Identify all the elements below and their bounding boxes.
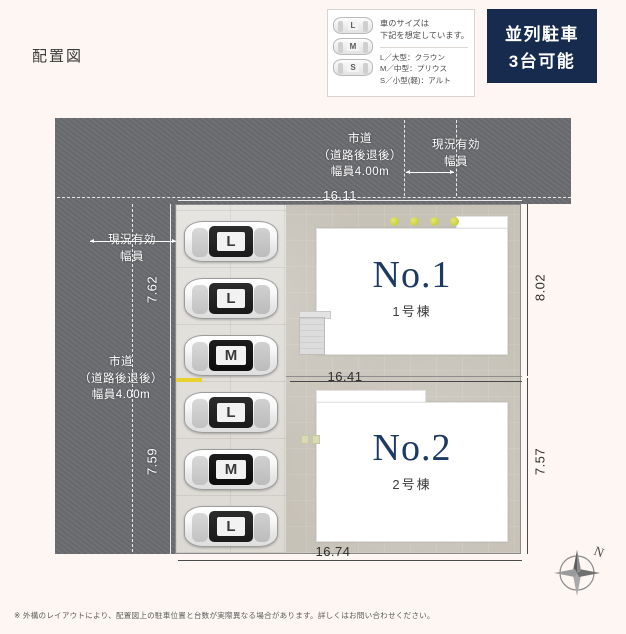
guide-dash-north-left (404, 120, 405, 196)
planting-row (390, 217, 459, 226)
legend-car-code-m: M (346, 42, 360, 51)
building-1-porch (299, 317, 325, 355)
plant-icon (390, 217, 399, 226)
dimension-right-lower: 7.57 (532, 447, 548, 476)
road-west-label: 市道 （道路後退後） 幅員4.00m (62, 354, 180, 404)
dimension-top: 16.11 (322, 188, 358, 203)
curb-marker (176, 378, 202, 382)
dimline-top (178, 200, 522, 201)
parking-car-5-size: M (215, 460, 247, 479)
dimension-left-lower: 7.59 (144, 447, 160, 476)
effective-width-north-line2: 幅員 (444, 155, 468, 168)
parking-car-2: L (184, 278, 278, 319)
dimline-left-upper (170, 204, 171, 376)
effective-width-west-line2: 幅員 (120, 250, 144, 263)
parallel-parking-badge: 並列駐車 3台可能 (487, 9, 597, 83)
building-2-entry-tiles (301, 435, 320, 444)
building-1-footprint (316, 228, 508, 355)
legend-car-icon-large: L (333, 17, 373, 34)
plant-icon (430, 217, 439, 226)
parking-car-4-size: L (217, 403, 245, 422)
road-west-line1: 市道 (109, 356, 133, 368)
plant-icon (410, 217, 419, 226)
dimline-middle (290, 381, 522, 382)
guide-dash-west-inner (132, 204, 133, 552)
effective-width-north-arrow (406, 170, 454, 174)
dimension-bottom: 16.74 (315, 544, 351, 559)
road-north-label: 市道 （道路後退後） 幅員4.00m (290, 131, 430, 181)
plant-icon (450, 217, 459, 226)
building-2-footprint (316, 402, 508, 542)
page-title: 配置図 (32, 48, 84, 65)
parking-car-1-size: L (217, 232, 245, 251)
dimension-left-upper: 7.62 (144, 275, 160, 304)
parking-car-5: M (184, 449, 278, 490)
legend-car-icon-small: S (333, 59, 373, 76)
dimension-right-upper: 8.02 (532, 273, 548, 302)
dimline-left-lower (170, 378, 171, 554)
legend-item-small: S／小型(軽)：アルト (380, 76, 451, 86)
entry-tile (312, 435, 320, 444)
legend-item-medium: M／中型：プリウス (380, 64, 448, 74)
dimline-right-lower (527, 378, 528, 554)
badge-line1: 並列駐車 (505, 25, 579, 44)
dimension-middle: 16.41 (327, 369, 363, 384)
effective-width-west-arrow (90, 239, 176, 243)
parking-car-1: L (184, 221, 278, 262)
dimline-right-upper (527, 204, 528, 376)
compass-icon: N (554, 543, 607, 596)
effective-width-west-label: 現況有効 幅員 (84, 232, 180, 265)
parking-car-3: M (184, 335, 278, 376)
entry-tile (301, 435, 309, 444)
road-west (55, 118, 175, 554)
legend-divider (380, 46, 468, 48)
road-west-line2: （道路後退後） (79, 372, 163, 385)
legend-car-icon-medium: M (333, 38, 373, 55)
guide-dash-north-bottom (57, 197, 571, 198)
legend-heading-line1: 車のサイズは (380, 19, 429, 28)
building-2-notch (316, 390, 426, 404)
parking-car-6-size: L (217, 517, 245, 536)
legend-item-large: L／大型：クラウン (380, 52, 445, 62)
parking-car-2-size: L (217, 289, 245, 308)
car-size-legend: L M S 車のサイズは 下記を想定しています。 L／大型：クラウン M／中型：… (327, 9, 475, 97)
road-west-line3: 幅員4.00m (91, 389, 151, 402)
lot-divider-line (175, 376, 522, 377)
parking-car-6: L (184, 506, 278, 547)
effective-width-west-line1: 現況有効 (108, 234, 156, 246)
road-north-line1: 市道 (348, 133, 372, 145)
compass-rose: N (552, 540, 608, 596)
dimline-bottom (178, 560, 522, 561)
badge-line2: 3台可能 (508, 52, 576, 71)
effective-width-north-line1: 現況有効 (432, 139, 480, 151)
guide-dash-north-right (456, 120, 457, 196)
disclaimer-text: ※ 外構のレイアウトにより、配置図上の駐車位置と台数が実際異なる場合があります。… (14, 611, 435, 620)
effective-width-north-label: 現況有効 幅員 (416, 137, 496, 170)
parking-car-3-size: M (215, 346, 247, 365)
legend-car-icons: L M S (328, 10, 376, 96)
road-north-line2: （道路後退後） (318, 149, 402, 162)
legend-car-code-s: S (347, 63, 359, 72)
parking-car-4: L (184, 392, 278, 433)
compass-north-label: N (592, 543, 607, 561)
legend-heading-line2: 下記を想定しています。 (380, 31, 469, 41)
site-map: No.1 1号棟 No.2 2号棟 L L M L (0, 104, 626, 594)
legend-car-code-l: L (347, 21, 359, 30)
road-north-line3: 幅員4.00m (330, 166, 390, 179)
legend-text-block: 車のサイズは 下記を想定しています。 L／大型：クラウン M／中型：プリウス S… (376, 10, 474, 96)
